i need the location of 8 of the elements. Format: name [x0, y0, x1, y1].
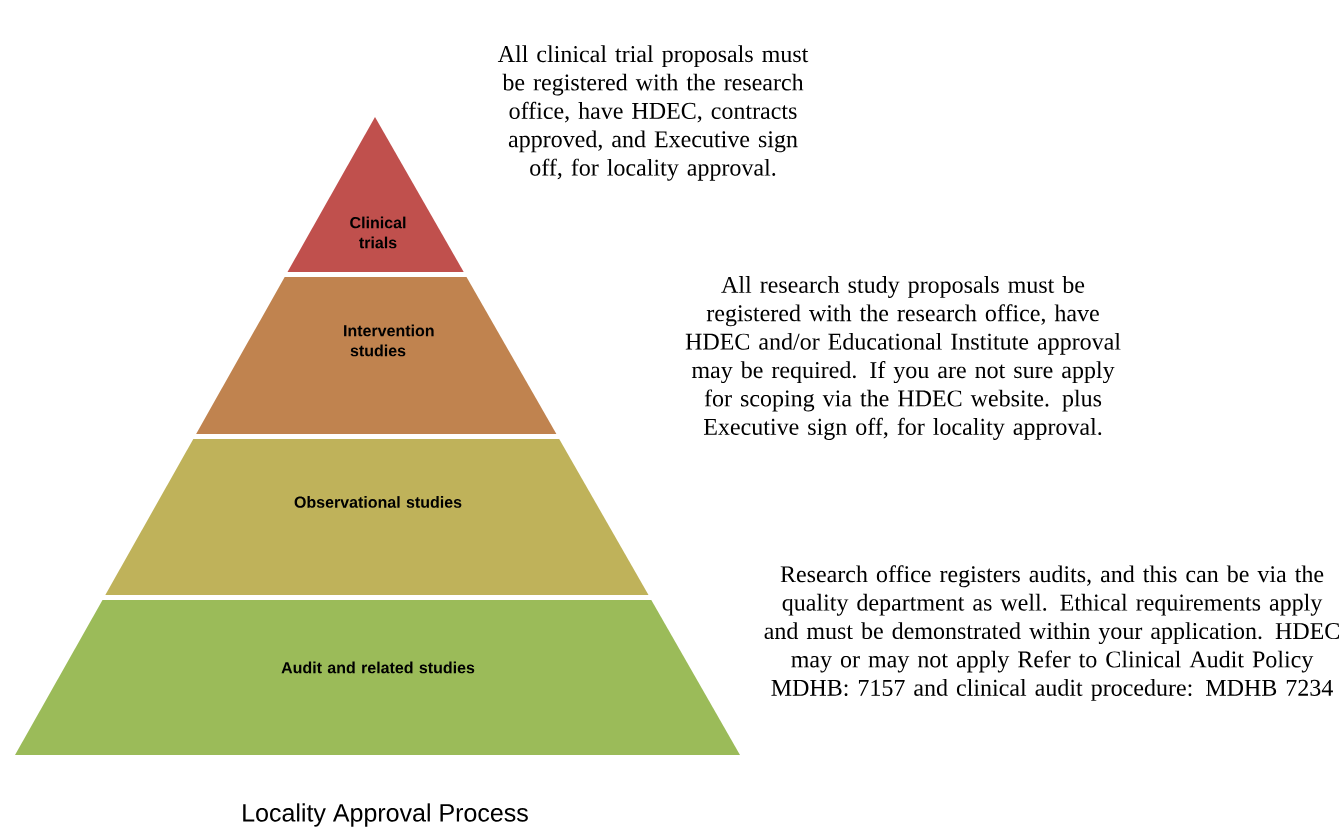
description-text: All clinical trial proposals must be registered with the research office, have HDEC, contracts approved, and Executive sign off, for locality approval.: [497, 45, 809, 181]
pyramid-band: Intervention studies: [196, 277, 557, 434]
pyramid-band: Audit and related studies: [15, 600, 740, 755]
pyramid-band: Clinical trials: [287, 117, 464, 272]
caption: Locality Approval Process: [243, 803, 528, 827]
description-text: All research study proposals must be registered with the research office, have HDEC and/or Educational Institute approval may be required. If you are not sure apply for scoping via the HDEC website. plus Executive sign off, for locality approval.: [685, 276, 1121, 440]
pyramid-band: Observational studies: [105, 439, 649, 595]
description-text: Research office registers audits, and this can be via the quality department as well. Ethical requirements apply and must be demonstrated within your application. HDEC may or may not apply Refer to Clinical Audit Policy MDHB: 7157 and clinical audit procedure: MDHB 7234: [764, 565, 1339, 701]
